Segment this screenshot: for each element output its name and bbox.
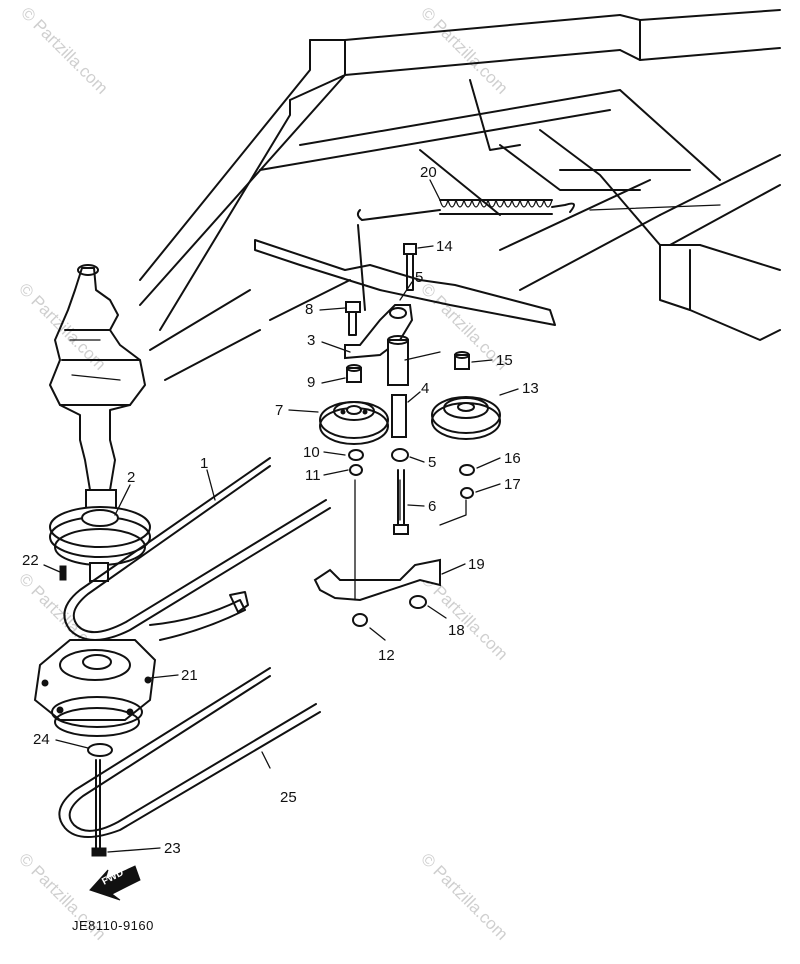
callout-label: 19 [468, 556, 485, 573]
fwd-arrow: FWD [89, 865, 141, 901]
collar-15 [454, 351, 470, 370]
callout-label: 18 [448, 622, 465, 639]
callout-label: 9 [307, 374, 315, 391]
callout-label: 10 [303, 444, 320, 461]
callout-label: 2 [127, 469, 135, 486]
callout-label: 17 [504, 476, 521, 493]
callout-label: 7 [275, 402, 283, 419]
engine-pulley [49, 489, 151, 582]
idler-pulley-7 [319, 401, 389, 445]
callout-leaders [43, 245, 519, 853]
belt-25 [58, 667, 321, 838]
collar-9 [346, 364, 362, 383]
callout-label: 24 [33, 731, 50, 748]
spacer-4 [391, 394, 407, 438]
callout-label: 22 [22, 552, 39, 569]
watermark: © Partzilla.com [17, 3, 111, 97]
bolt-14 [403, 243, 417, 291]
callout-label: 25 [280, 789, 297, 806]
watermark: © Partzilla.com [417, 849, 511, 943]
callout-label: 6 [428, 498, 436, 515]
callout-label: 15 [496, 352, 513, 369]
callout-label: 23 [164, 840, 181, 857]
bolt-8 [345, 301, 361, 336]
callout-label: 11 [305, 467, 321, 484]
idler-pulley-13 [431, 396, 501, 440]
part-number: JE8110-9160 [72, 918, 154, 933]
callout-label: 8 [305, 301, 313, 318]
callout-label: 13 [522, 380, 539, 397]
callout-label: 12 [378, 647, 395, 664]
callout-labels: 1 2 3 4 5 5 6 7 8 9 10 11 12 13 14 15 16… [22, 164, 539, 857]
callout-label: 1 [200, 455, 208, 472]
callout-label: 4 [421, 380, 429, 397]
callout-label: 3 [307, 332, 315, 349]
bolt-6 [393, 469, 409, 535]
callout-label: 5 [415, 269, 423, 286]
washers-and-nuts [348, 448, 475, 627]
callout-label: 20 [420, 164, 437, 181]
bracket-19 [313, 558, 441, 602]
callout-label: 16 [504, 450, 521, 467]
leader-lines [354, 179, 467, 601]
callout-label: 14 [436, 238, 453, 255]
callout-label: 5 [428, 454, 436, 471]
belt-1 [63, 457, 331, 641]
engine-crankshaft [49, 264, 146, 491]
frame [139, 9, 781, 381]
callout-label: 21 [181, 667, 198, 684]
watermarks: © Partzilla.com © Partzilla.com © Partzi… [15, 3, 511, 943]
idler-arm [344, 304, 414, 386]
watermark: © Partzilla.com [417, 3, 511, 97]
tension-spring [356, 199, 721, 311]
